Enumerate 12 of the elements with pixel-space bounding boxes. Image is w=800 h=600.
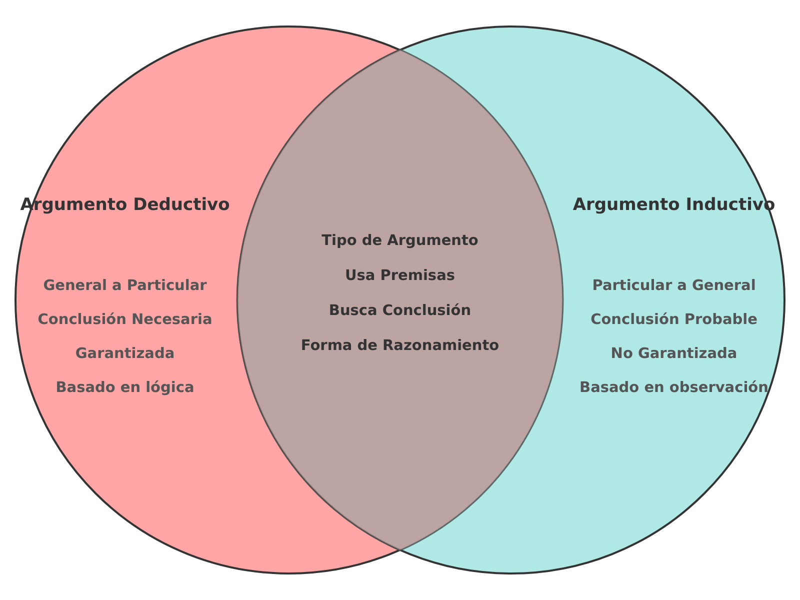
shared-item: Tipo de Argumento <box>322 233 478 249</box>
set-item: Garantizada <box>75 346 175 362</box>
set-item: Basado en lógica <box>56 380 194 396</box>
set-item: Conclusión Probable <box>590 312 758 328</box>
shared-item: Forma de Razonamiento <box>300 338 500 354</box>
shared-item: Busca Conclusión <box>328 303 472 319</box>
set-item: Particular a General <box>592 278 756 294</box>
set-item: Basado en observación <box>580 380 768 396</box>
set-item: No Garantizada <box>610 346 738 362</box>
shared-item: Usa Premisas <box>345 268 455 284</box>
set-item: General a Particular <box>43 278 207 294</box>
set-item: Conclusión Necesaria <box>38 312 212 328</box>
